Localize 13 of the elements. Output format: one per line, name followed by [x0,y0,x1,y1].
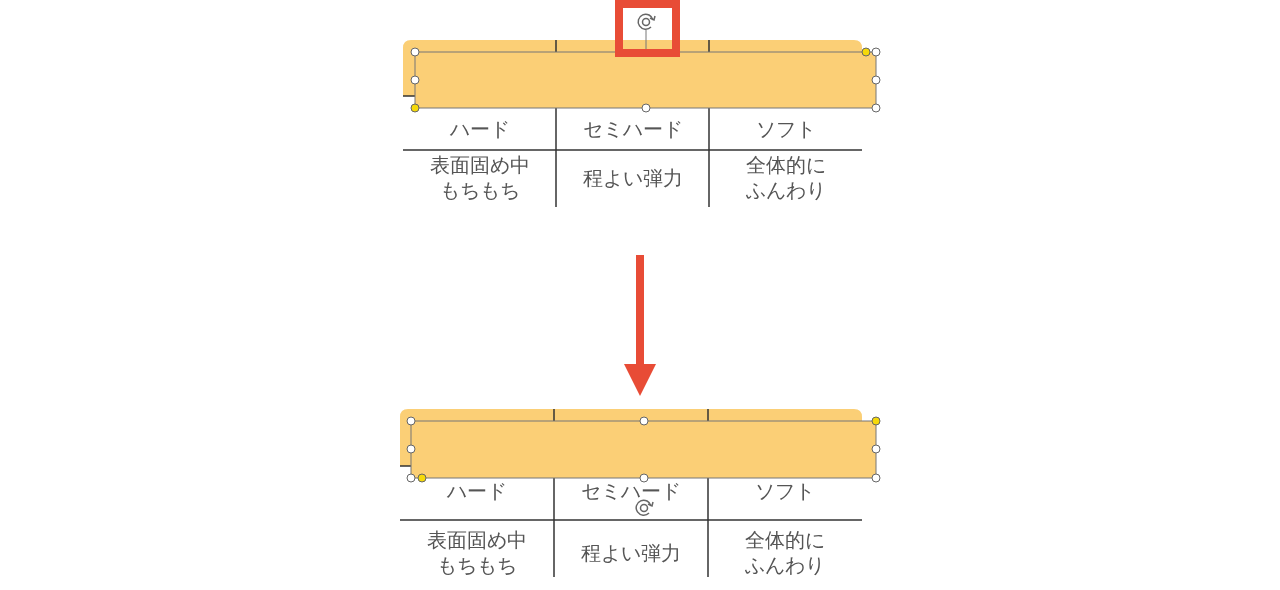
table-cell-text: 全体的にふんわり [744,528,826,578]
table-cell-text: 程よい弾力 [582,165,683,191]
table-cell-text: セミハード [582,116,683,142]
table-cell-text: 全体的にふんわり [744,153,827,203]
table-cell-text: ソフト [755,478,815,504]
table-cell-text: ハード [449,116,510,142]
table-cell-text: 程よい弾力 [581,540,681,566]
table-cell-text: セミハード [581,478,681,504]
table-cell-text: ソフト [755,116,816,142]
table-cell-text: ハード [447,478,507,504]
table-drawing [400,0,882,210]
table-cell-text: 表面固め中もちもち [428,153,531,203]
table-cell-text: 表面固め中もちもち [426,528,528,578]
